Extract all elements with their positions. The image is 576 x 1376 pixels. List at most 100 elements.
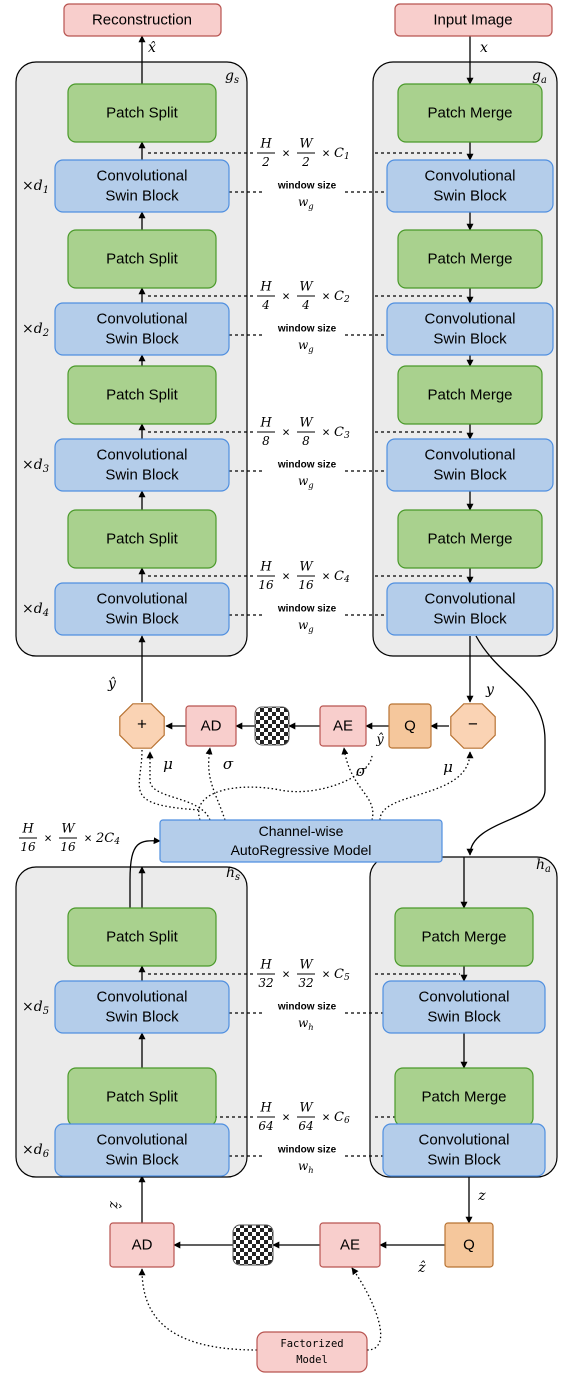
fraction-numerator: W (61, 822, 76, 837)
sigma-link (341, 747, 374, 821)
window-symbol: wg (298, 474, 314, 490)
patch-merge-label: Patch Merge (427, 251, 512, 268)
mu-label: μ (163, 755, 173, 773)
conv-swin-block (386, 302, 554, 356)
times-symbol: × (84, 831, 92, 846)
z-hat-label: ẑ (106, 1200, 123, 1209)
sigma-label: σ (223, 755, 234, 773)
patch-split-label: Patch Split (106, 531, 179, 548)
patch-merge-label: Patch Merge (421, 1089, 506, 1106)
factorized-model-box (256, 1331, 368, 1373)
conv-swin-label: Swin Block (105, 1152, 179, 1169)
patch-merge-block (397, 365, 543, 425)
conv-swin-block (386, 582, 554, 636)
fraction-denominator: 4 (301, 298, 310, 312)
conv-swin-label: Swin Block (105, 331, 179, 348)
fraction-numerator: W (299, 958, 314, 973)
patch-merge-block (397, 229, 543, 289)
depth-label: ×d3 (22, 457, 49, 475)
patch-merge-block (397, 83, 543, 143)
ad-label: AD (132, 1237, 153, 1254)
patch-split-label: Patch Split (106, 929, 179, 946)
times-symbol: × (282, 289, 290, 304)
reconstruction-box (63, 3, 222, 37)
channel-ar-label: AutoRegressive Model (231, 842, 372, 858)
times-symbol: × (322, 967, 330, 982)
fraction-numerator: W (299, 560, 314, 575)
minus-octagon (450, 703, 496, 749)
g-s-label: gs (225, 68, 239, 86)
conv-swin-block (54, 1123, 230, 1177)
channel-symbol: C2 (334, 289, 350, 306)
times-symbol: × (44, 831, 52, 846)
conv-swin-label: Swin Block (105, 467, 179, 484)
times-symbol: × (282, 1110, 290, 1125)
conv-swin-label: Convolutional (97, 989, 188, 1006)
dimension-label: H4×W4×C2 (257, 280, 350, 312)
channel-symbol: C4 (334, 569, 350, 586)
conv-swin-block (54, 582, 230, 636)
patch-split-label: Patch Split (106, 387, 179, 404)
window-symbol: wg (298, 338, 314, 354)
h-s-label: hs (226, 865, 240, 883)
conv-swin-label: Convolutional (425, 311, 516, 328)
ad-box (185, 705, 237, 747)
y-hat-q-label: ŷ (375, 733, 384, 748)
ae-label: AE (333, 718, 353, 735)
z-label: z (477, 1188, 486, 1204)
conv-swin-label: Swin Block (105, 188, 179, 205)
patch-merge-label: Patch Merge (421, 929, 506, 946)
conv-swin-block (386, 159, 554, 213)
window-symbol: wg (298, 195, 314, 211)
fraction-numerator: H (259, 560, 272, 575)
factorized-to-ad (138, 1268, 258, 1351)
patch-merge-label: Patch Merge (427, 387, 512, 404)
window-symbol: wg (298, 618, 314, 634)
fraction-numerator: W (299, 137, 314, 152)
channel-ar-model-box (159, 819, 443, 863)
y-to-hyper-curve (466, 635, 546, 856)
window-size-label: window size (277, 181, 337, 192)
fraction-numerator: W (299, 280, 314, 295)
window-symbol: wh (298, 1159, 314, 1175)
conv-swin-label: Swin Block (433, 188, 507, 205)
fraction-denominator: 8 (302, 434, 310, 448)
fraction-denominator: 4 (261, 298, 270, 312)
fraction-numerator: H (21, 822, 34, 837)
input-image-box (394, 3, 553, 37)
depth-label: ×d1 (22, 178, 49, 196)
fraction-numerator: H (259, 416, 272, 431)
depth-label: ×d5 (22, 999, 49, 1017)
plus-symbol: + (137, 715, 147, 734)
times-symbol: × (322, 1110, 330, 1125)
model-feed (198, 754, 373, 821)
times-symbol: × (282, 967, 290, 982)
times-symbol: × (282, 425, 290, 440)
conv-swin-label: Convolutional (419, 989, 510, 1006)
side-dimension-label: H16×W16×2C4 (19, 822, 120, 854)
minus-symbol: − (468, 715, 478, 734)
y-label: y (485, 682, 495, 698)
fraction-numerator: H (259, 280, 272, 295)
patch-split-block (67, 509, 217, 569)
fraction-denominator: 64 (258, 1119, 273, 1133)
q-label: Q (404, 718, 416, 735)
conv-swin-block (382, 980, 546, 1034)
patch-split-label: Patch Split (106, 105, 179, 122)
times-symbol: × (322, 569, 330, 584)
conv-swin-label: Convolutional (97, 447, 188, 464)
conv-swin-block (386, 438, 554, 492)
patch-merge-label: Patch Merge (427, 105, 512, 122)
fraction-numerator: W (299, 1101, 314, 1116)
fraction-denominator: 32 (258, 976, 273, 990)
fraction-denominator: 16 (258, 578, 274, 592)
mu-link (146, 751, 211, 821)
reconstruction-label: Reconstruction (92, 12, 192, 29)
mu-link (379, 751, 474, 821)
conv-swin-label: Convolutional (425, 168, 516, 185)
x-label: x (480, 40, 488, 56)
conv-swin-label: Swin Block (427, 1152, 501, 1169)
depth-label: ×d2 (22, 321, 49, 339)
y-hat-label: ŷ (107, 675, 117, 692)
channel-symbol: C6 (334, 1110, 350, 1127)
